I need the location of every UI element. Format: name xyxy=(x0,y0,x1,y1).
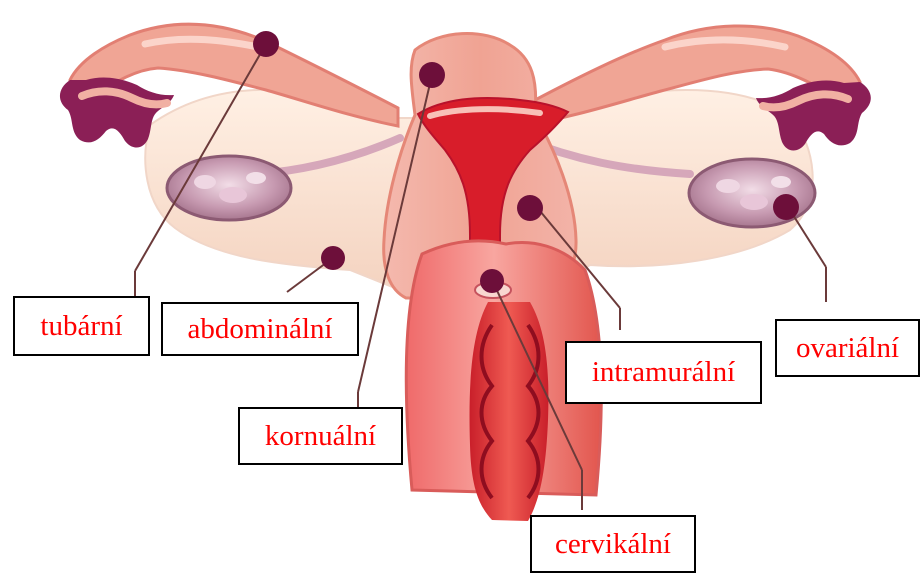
label-cervikalni: cervikální xyxy=(530,515,696,573)
label-ovarialni: ovariální xyxy=(775,319,920,377)
marker-dot-kornualni xyxy=(419,62,445,88)
right-ovary xyxy=(689,159,815,227)
marker-dot-tubarni xyxy=(253,31,279,57)
label-tubarni: tubární xyxy=(13,296,150,356)
label-abdominalni: abdominální xyxy=(161,302,359,356)
marker-dot-cervikalni xyxy=(480,269,504,293)
label-intramuralni: intramurální xyxy=(565,341,762,404)
marker-dot-ovarialni xyxy=(773,194,799,220)
marker-dot-abdominalni xyxy=(321,246,345,270)
left-ovary xyxy=(167,156,291,220)
marker-dot-intramuralni xyxy=(517,195,543,221)
label-kornualni: kornuální xyxy=(238,407,403,465)
